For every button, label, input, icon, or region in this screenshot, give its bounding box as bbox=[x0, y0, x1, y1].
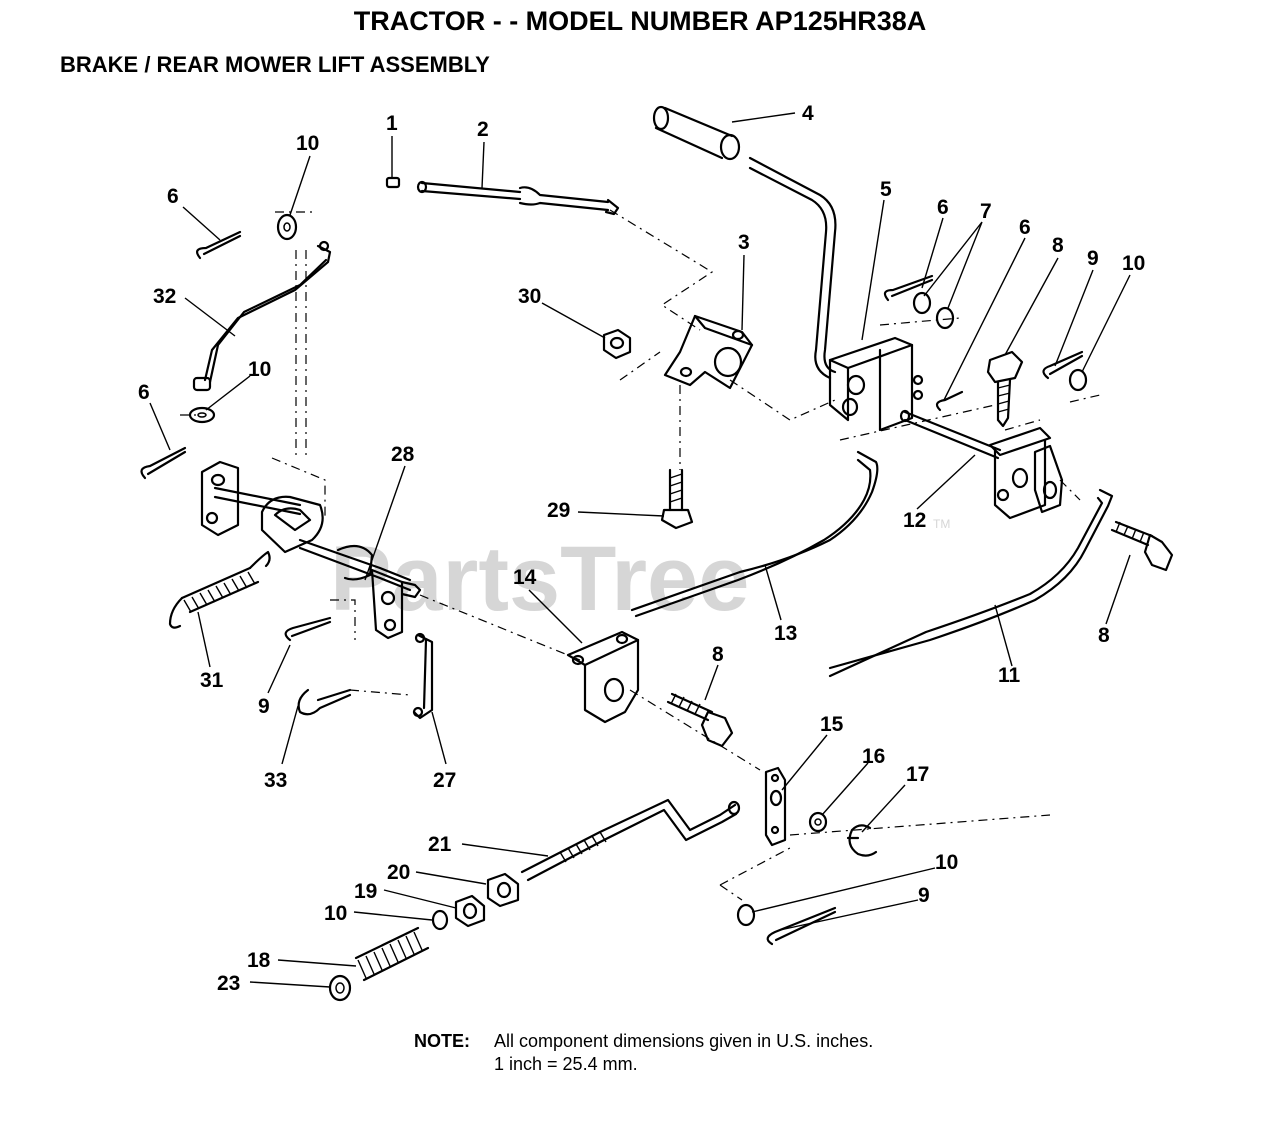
callout-11: 11 bbox=[998, 664, 1021, 687]
part-9-cotter-pins bbox=[284, 350, 1084, 946]
callout-7: 7 bbox=[980, 200, 992, 223]
callout-31: 31 bbox=[200, 669, 224, 692]
callout-32: 32 bbox=[153, 285, 176, 308]
callout-33: 33 bbox=[264, 769, 287, 792]
callout-2: 2 bbox=[477, 118, 489, 141]
part-19-nut bbox=[454, 894, 486, 928]
callout-9-upper: 9 bbox=[1087, 247, 1099, 270]
part-31-spring bbox=[168, 550, 271, 629]
callout-19: 19 bbox=[354, 880, 377, 903]
part-23-spring-cup bbox=[328, 974, 352, 1002]
assembly-guide-lines bbox=[180, 209, 1101, 901]
note-line-2: 1 inch = 25.4 mm. bbox=[494, 1054, 638, 1074]
callout-17: 17 bbox=[906, 763, 929, 786]
callout-6-right: 6 bbox=[937, 196, 949, 219]
callout-28: 28 bbox=[391, 443, 415, 466]
part-17-e-clip bbox=[846, 824, 878, 857]
part-8-bolt-right bbox=[1110, 520, 1174, 572]
part-30-nut bbox=[602, 328, 632, 360]
callout-8-right: 8 bbox=[1098, 624, 1110, 647]
callout-9-left: 9 bbox=[258, 695, 270, 718]
part-1-pin bbox=[385, 176, 401, 189]
callout-6-mid-left: 6 bbox=[138, 381, 150, 404]
callout-10-lower-right: 10 bbox=[935, 851, 958, 874]
part-2-brake-rod bbox=[416, 180, 620, 216]
callout-4: 4 bbox=[802, 102, 814, 125]
part-11-lift-rod bbox=[828, 488, 1114, 678]
part-21-adjusting-rod bbox=[520, 798, 741, 882]
part-7-washers bbox=[912, 291, 955, 330]
callout-8-upper: 8 bbox=[1052, 234, 1064, 257]
part-4-handle-grip bbox=[652, 105, 741, 161]
part-15-plate bbox=[764, 766, 787, 847]
watermark: PartsTree bbox=[330, 528, 749, 630]
callout-6-far-right: 6 bbox=[1019, 216, 1031, 239]
note-label: NOTE: bbox=[414, 1031, 470, 1051]
callout-10-lower-left: 10 bbox=[324, 902, 347, 925]
part-8-bolt-middle bbox=[666, 692, 734, 748]
part-20-nut bbox=[486, 872, 520, 908]
callout-20: 20 bbox=[387, 861, 410, 884]
callout-16: 16 bbox=[862, 745, 885, 768]
diagram-subtitle: BRAKE / REAR MOWER LIFT ASSEMBLY bbox=[60, 52, 490, 77]
callout-6-top-left: 6 bbox=[167, 185, 179, 208]
part-32-link-rod bbox=[192, 240, 332, 392]
callout-5: 5 bbox=[880, 178, 892, 201]
callout-30: 30 bbox=[518, 285, 541, 308]
callout-15: 15 bbox=[820, 713, 844, 736]
callout-3: 3 bbox=[738, 231, 750, 254]
part-13-lift-rod bbox=[630, 450, 879, 618]
callout-8-middle: 8 bbox=[712, 643, 724, 666]
part-3-bracket bbox=[663, 314, 754, 390]
part-27-link bbox=[412, 632, 434, 720]
part-14-bracket bbox=[566, 630, 640, 724]
callout-labels: 1 2 3 4 5 6 6 6 6 7 8 8 8 9 9 9 10 10 10… bbox=[138, 102, 1145, 995]
callout-27: 27 bbox=[433, 769, 456, 792]
part-10-washer-lower bbox=[431, 909, 449, 931]
callout-10-right: 10 bbox=[1122, 252, 1145, 275]
callout-leader-lines bbox=[149, 112, 1131, 988]
part-6-cotter-pins bbox=[140, 230, 964, 480]
callout-10-mid-left: 10 bbox=[248, 358, 271, 381]
callout-14: 14 bbox=[513, 566, 537, 589]
callout-21: 21 bbox=[428, 833, 452, 856]
part-10-washer-mid-left bbox=[188, 406, 216, 424]
callout-29: 29 bbox=[547, 499, 570, 522]
part-5-lift-lever bbox=[748, 156, 924, 432]
callout-1: 1 bbox=[386, 112, 398, 135]
part-29-bolt bbox=[660, 468, 694, 530]
dimensions-note: NOTE: All component dimensions given in U… bbox=[414, 1030, 873, 1076]
callout-9-lower: 9 bbox=[918, 884, 930, 907]
callout-23: 23 bbox=[217, 972, 240, 995]
part-16-washer bbox=[808, 811, 828, 833]
watermark-trademark: TM bbox=[933, 517, 950, 531]
part-33-hairpin-clip bbox=[297, 688, 352, 716]
diagram-title: TRACTOR - - MODEL NUMBER AP125HR38A bbox=[353, 6, 927, 36]
note-line-1: All component dimensions given in U.S. i… bbox=[494, 1031, 874, 1051]
part-10-washer-bottom-right bbox=[736, 903, 756, 927]
part-10-washer-right bbox=[1068, 368, 1088, 392]
part-18-spring bbox=[354, 926, 430, 982]
part-12-cross-shaft bbox=[899, 409, 1064, 520]
part-8-bolt-upper bbox=[986, 350, 1024, 428]
callout-10-top-left: 10 bbox=[296, 132, 319, 155]
part-10-washer-top-left bbox=[276, 213, 298, 241]
callout-18: 18 bbox=[247, 949, 271, 972]
callout-13: 13 bbox=[774, 622, 797, 645]
callout-12: 12 bbox=[903, 509, 926, 532]
